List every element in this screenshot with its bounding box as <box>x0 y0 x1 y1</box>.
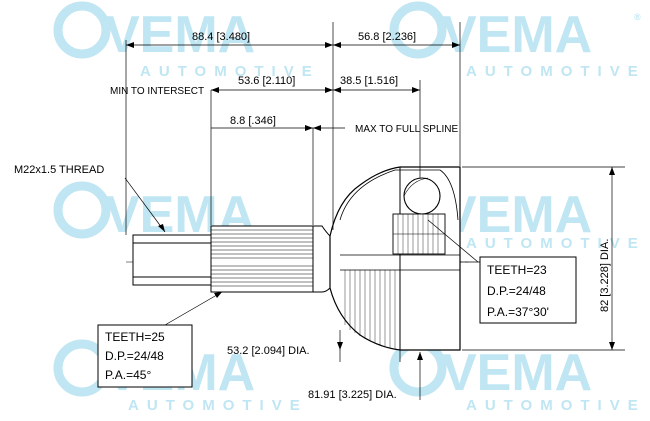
dim-overall-length: 88.4 [3.480] <box>192 31 250 43</box>
arrowheads <box>126 42 615 360</box>
watermark-brand: VEMA <box>442 344 592 402</box>
spec-shaft-pa: P.A.=45° <box>105 368 151 382</box>
spec-outer-dp: D.P.=24/48 <box>487 284 546 298</box>
spline-hatch <box>211 229 313 287</box>
inner-race-hatch <box>397 214 439 254</box>
watermark-brand: VEMA <box>442 186 592 244</box>
dim-center-to-face: 38.5 [1.516] <box>340 75 398 87</box>
spec-outer-teeth: TEETH=23 <box>487 263 547 277</box>
inner-race <box>339 169 459 255</box>
ball-bearing <box>403 177 441 215</box>
dim-seat-dia: 53.2 [2.094] DIA. <box>227 345 310 357</box>
spec-outer-pa: P.A.=37°30' <box>487 305 549 319</box>
watermark-top-left: VEMA AUTOMOTIVE <box>53 1 320 80</box>
watermark-sub: AUTOMOTIVE <box>466 235 646 252</box>
shaft-neck <box>312 225 331 293</box>
spec-shaft-teeth: TEETH=25 <box>105 330 165 344</box>
spec-box-shaft: TEETH=25 D.P.=24/48 P.A.=45° <box>97 324 193 388</box>
dimension-lines <box>124 22 625 400</box>
watermark-sub: AUTOMOTIVE <box>140 63 320 80</box>
dim-min-to-intersect: 53.6 [2.110] <box>238 75 295 87</box>
housing-hatch <box>344 270 396 349</box>
watermark-sub: AUTOMOTIVE <box>128 397 308 414</box>
label-max-to-full-spline: MAX TO FULL SPLINE <box>355 124 459 135</box>
watermark-brand: VEMA <box>442 6 592 64</box>
spec-box-outer: TEETH=23 D.P.=24/48 P.A.=37°30' <box>479 256 577 324</box>
watermark-sub: AUTOMOTIVE <box>466 397 646 414</box>
dim-spline-length: 8.8 [.346] <box>230 115 276 127</box>
dim-outer-dia: 82 [3.228] DIA. <box>599 239 611 312</box>
watermark-registered: ® <box>634 12 641 22</box>
watermark-bottom-right: VEMA AUTOMOTIVE <box>389 339 646 414</box>
spline-section <box>210 225 314 293</box>
watermark-brand: VEMA <box>105 6 255 64</box>
watermark-top-right: VEMA AUTOMOTIVE ® <box>389 1 646 80</box>
label-thread: M22x1.5 THREAD <box>14 164 104 176</box>
watermark-sub: AUTOMOTIVE <box>466 63 646 80</box>
label-min-to-intersect: MIN TO INTERSECT <box>110 86 204 97</box>
spec-shaft-dp: D.P.=24/48 <box>105 349 164 363</box>
dim-head-length: 56.8 [2.236] <box>358 31 416 43</box>
shaft <box>132 225 314 293</box>
dim-bell-dia: 81.91 [3.225] DIA. <box>308 389 397 401</box>
